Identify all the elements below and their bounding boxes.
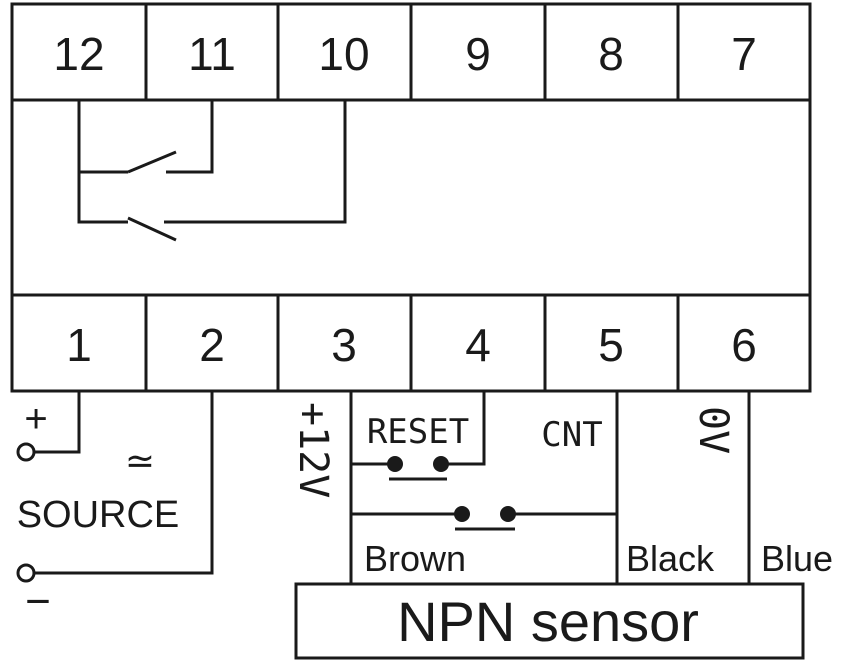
plus-12v-label: +12V (290, 402, 336, 498)
top-terminal-separators (144, 4, 680, 100)
source-minus: − (25, 577, 51, 626)
reset-switch (351, 391, 486, 481)
terminal-6: 6 (731, 319, 757, 371)
source-label: SOURCE (17, 494, 180, 536)
terminal-2: 2 (199, 319, 225, 371)
nc-contact (127, 216, 177, 242)
no-contact (127, 150, 177, 174)
reset-label: RESET (367, 412, 469, 452)
source-wiring (16, 391, 214, 583)
terminal-10: 10 (318, 28, 369, 80)
cnt-switch (351, 506, 617, 531)
terminal-5: 5 (598, 319, 624, 371)
terminal-9: 9 (465, 28, 491, 80)
terminal-11: 11 (188, 28, 236, 80)
terminal-8: 8 (598, 28, 624, 80)
terminal-3: 3 (331, 319, 357, 371)
blue-label: Blue (761, 538, 833, 579)
bottom-terminal-separators (144, 295, 680, 391)
source-plus: + (24, 397, 47, 441)
ac-dc-symbol: ≃ (125, 440, 155, 481)
terminal-7: 7 (731, 28, 757, 80)
zero-v-label: 0V (690, 406, 736, 454)
npn-sensor-label: NPN sensor (397, 590, 699, 653)
terminal-4: 4 (465, 319, 491, 371)
cnt-label: CNT (541, 415, 602, 455)
npn-sensor-box (294, 582, 805, 660)
relay-contacts (77, 100, 347, 242)
brown-label: Brown (364, 538, 466, 579)
terminal-12: 12 (53, 28, 104, 80)
terminal-1: 1 (66, 319, 92, 371)
black-label: Black (626, 538, 715, 579)
